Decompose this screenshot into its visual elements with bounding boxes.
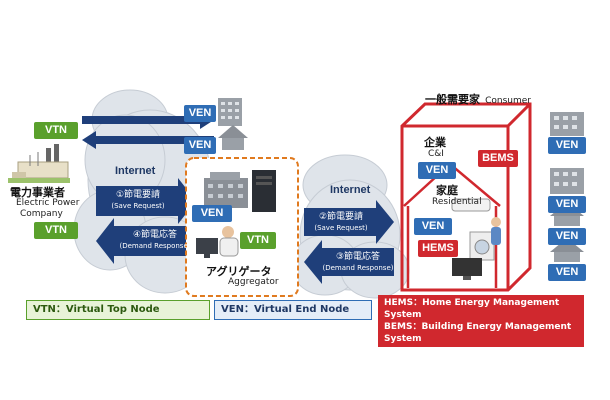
utility-name-en-1: Electric Power xyxy=(16,198,80,208)
residential-label-en: Residential xyxy=(432,197,482,207)
left-demand-response-en: (Demand Response) xyxy=(119,242,191,250)
aggregator-ven-badge: VEN xyxy=(192,205,232,222)
right-ven-badge-1: VEN xyxy=(548,137,586,154)
consumer-title-jp: 一般需要家 xyxy=(425,93,480,106)
air-conditioner-icon xyxy=(451,198,491,212)
bems-badge: BEMS xyxy=(478,150,518,167)
arrow-to-vtn-left xyxy=(82,131,214,149)
right-office-building-icon-2 xyxy=(550,168,584,194)
right-demand-response-jp: ③節電応答 xyxy=(335,252,381,262)
power-plant-icon xyxy=(8,144,70,183)
legend-hems-bems: HEMS：Home Energy Management System BEMS：… xyxy=(378,295,584,347)
ci-label-jp: 企業 xyxy=(424,136,446,149)
residential-ven-badge: VEN xyxy=(414,218,452,235)
right-ven-badge-4: VEN xyxy=(548,264,586,281)
arrow-demand-response-right xyxy=(304,240,394,284)
legend-ven: VEN：Virtual End Node xyxy=(214,300,372,320)
hems-badge: HEMS xyxy=(418,240,458,257)
office-building-icon xyxy=(218,98,242,126)
legend-bems: BEMS：Building Energy Management System xyxy=(384,322,572,344)
ci-label-en: C&I xyxy=(428,149,444,159)
right-save-request-en: (Save Request) xyxy=(314,224,368,232)
arrow-save-request-right xyxy=(304,200,394,244)
left-demand-response-jp: ④節電応答 xyxy=(132,230,178,240)
server-icon xyxy=(252,170,276,212)
house-icon xyxy=(218,125,248,150)
consumer-title: 一般需要家 Consumer xyxy=(425,88,531,107)
aggregator-name-en: Aggregator xyxy=(228,277,279,287)
utility-vtn-badge-bottom: VTN xyxy=(34,222,78,239)
legend-hems: HEMS：Home Energy Management System xyxy=(384,298,560,320)
left-demand-response-label: ④節電応答 (Demand Response) xyxy=(114,230,196,252)
right-ven-badge-2: VEN xyxy=(548,196,586,213)
right-save-request-jp: ②節電要請 xyxy=(318,212,364,222)
right-ven-badge-3: VEN xyxy=(548,228,586,245)
legend-vtn: VTN：Virtual Top Node xyxy=(26,300,210,320)
aggregator-building-icon xyxy=(204,172,248,208)
television-icon xyxy=(452,258,482,280)
washing-machine-icon xyxy=(469,231,495,261)
left-save-request-en: (Save Request) xyxy=(111,202,165,210)
aggregator-vtn-badge: VTN xyxy=(240,232,276,249)
consumer-title-en: Consumer xyxy=(485,96,531,106)
operator-at-computer-icon xyxy=(196,226,239,258)
right-save-request-label: ②節電要請 (Save Request) xyxy=(306,212,376,234)
right-demand-response-label: ③節電応答 (Demand Response) xyxy=(322,252,394,274)
aggregator-name-jp: アグリゲータ xyxy=(206,265,272,278)
left-save-request-label: ①節電要請 (Save Request) xyxy=(98,190,178,212)
residential-label-jp: 家庭 xyxy=(436,184,458,197)
right-demand-response-en: (Demand Response) xyxy=(322,264,394,272)
left-cloud-label: Internet xyxy=(115,165,156,177)
arrow-demand-response-left xyxy=(96,218,196,264)
right-cloud-label: Internet xyxy=(330,184,371,196)
ven-badge-house: VEN xyxy=(184,137,216,154)
right-house-icon-2 xyxy=(550,238,584,262)
ven-badge-office: VEN xyxy=(184,105,216,122)
utility-name-en-2: Company xyxy=(20,209,63,219)
left-save-request-jp: ①節電要請 xyxy=(115,190,161,200)
right-office-building-icon-1 xyxy=(550,112,584,136)
arrow-save-request-left xyxy=(96,178,196,224)
utility-vtn-badge-top: VTN xyxy=(34,122,78,139)
utility-name-jp: 電力事業者 xyxy=(10,186,65,199)
resident-person-icon xyxy=(491,217,501,245)
arrow-to-ven-right xyxy=(82,111,214,129)
ci-ven-badge: VEN xyxy=(418,162,456,179)
